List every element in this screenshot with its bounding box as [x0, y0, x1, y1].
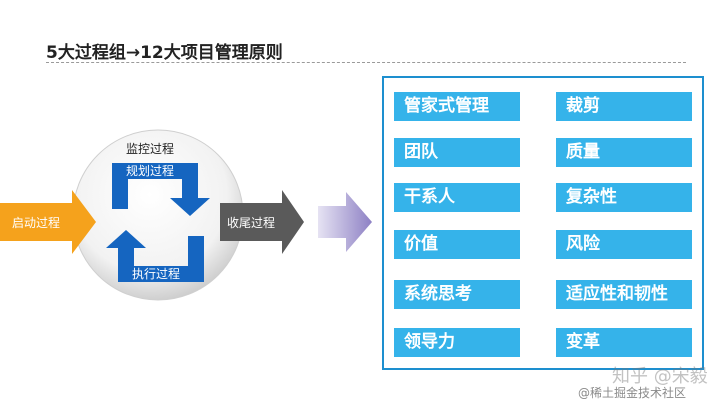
zhihu-watermark: 知乎 @宋毅	[612, 366, 708, 387]
cycle-left-stub	[112, 163, 128, 209]
principle-tag: 干系人	[394, 183, 520, 212]
juejin-watermark: @稀土掘金技术社区	[578, 386, 687, 400]
principle-tag: 变革	[556, 328, 692, 357]
principles-panel	[382, 76, 704, 370]
principle-tag: 适应性和韧性	[556, 280, 692, 309]
principle-tag: 质量	[556, 138, 692, 167]
principle-tag: 裁剪	[556, 92, 692, 121]
principle-tag: 团队	[394, 138, 520, 167]
planning-label: 规划过程	[126, 163, 174, 178]
principle-tag: 风险	[556, 230, 692, 259]
principle-tag: 领导力	[394, 328, 520, 357]
initiating-label: 启动过程	[12, 215, 60, 230]
closing-label: 收尾过程	[227, 215, 275, 230]
principle-tag: 系统思考	[394, 280, 520, 309]
cycle-right-stub	[188, 236, 204, 282]
page-title: 5大过程组→12大项目管理原则	[46, 43, 283, 63]
principle-tag: 管家式管理	[394, 92, 520, 121]
monitoring-label: 监控过程	[126, 141, 174, 156]
principle-tag: 复杂性	[556, 183, 692, 212]
mapping-arrow	[318, 192, 372, 252]
principle-tag: 价值	[394, 230, 520, 259]
initiating-arrow	[0, 190, 96, 254]
executing-cycle-arrow	[106, 230, 204, 282]
executing-label: 执行过程	[132, 266, 180, 281]
planning-cycle-arrow	[112, 163, 210, 216]
title-divider	[46, 62, 686, 63]
closing-arrow	[220, 190, 304, 254]
